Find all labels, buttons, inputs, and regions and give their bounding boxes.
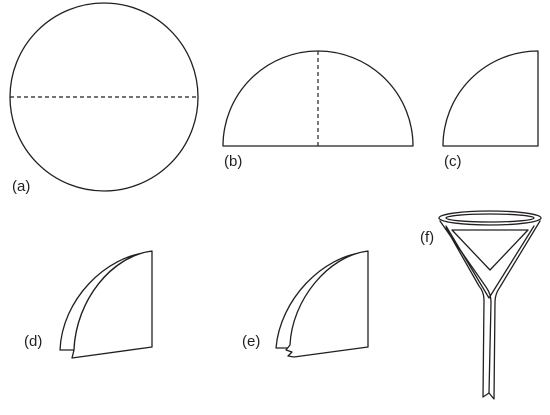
filter-paper-cone [451,229,529,271]
step-c-quarter: (c) [442,50,539,170]
paper-semicircle [222,50,414,147]
label-c: (c) [444,153,462,170]
step-d-opened-cone: (d) [24,250,153,359]
torn-cone-front-layer [285,250,369,358]
funnel-rim-outer [438,210,542,226]
funnel-inner-wall [445,225,535,299]
funnel-left-wall [439,220,492,398]
step-b-semicircle: (b) [222,50,414,170]
funnel-right-wall [488,220,541,400]
label-b: (b) [224,153,242,170]
funnel-rim-inner [445,213,535,223]
cone-front-layer [71,250,153,359]
step-e-torn-cone: (e) [242,250,369,358]
label-d: (d) [24,333,42,350]
paper-quarter [442,50,539,147]
step-f-funnel: (f) [420,210,542,400]
label-e: (e) [242,333,260,350]
label-a: (a) [12,178,30,195]
label-f: (f) [420,229,434,246]
step-a-circle: (a) [9,2,199,195]
